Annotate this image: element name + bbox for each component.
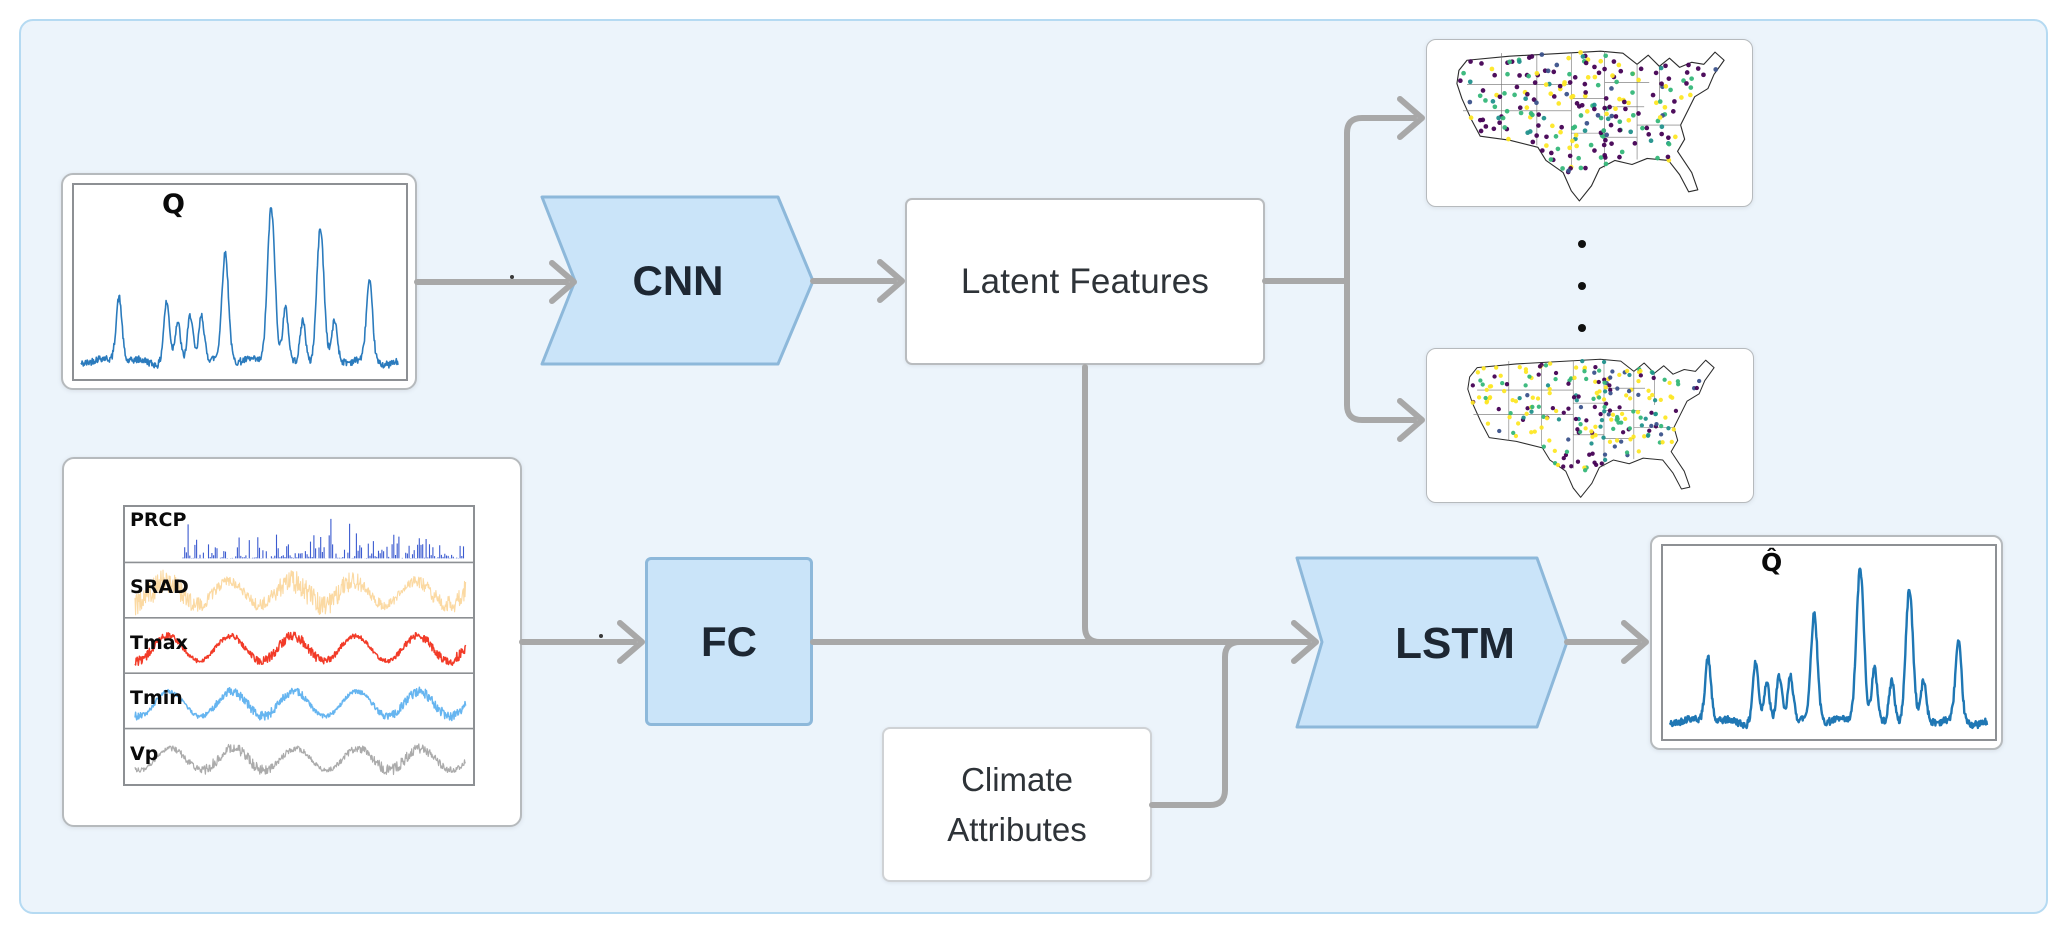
met-series-label: SRAD xyxy=(130,576,189,599)
climate-attributes-box: Climate Attributes xyxy=(882,727,1152,882)
latent-features-box: Latent Features xyxy=(905,198,1265,365)
us-basin-map-bottom xyxy=(1467,358,1715,498)
input-q-chart xyxy=(80,207,399,369)
lstm-chevron-shape xyxy=(1295,556,1569,729)
ellipsis-dot xyxy=(1578,282,1586,290)
basin-map-box-bottom xyxy=(1426,348,1754,503)
fc-node: FC xyxy=(645,557,813,726)
stray-dot xyxy=(510,275,514,279)
climate-attributes-label-line2: Attributes xyxy=(947,810,1087,848)
met-series-label: Tmin xyxy=(130,687,183,710)
met-series-label: Vp xyxy=(130,742,159,765)
output-q-box: Q̂ xyxy=(1650,535,2003,750)
cnn-node: CNN xyxy=(540,195,816,367)
met-forcings-chart xyxy=(125,518,473,776)
fc-label: FC xyxy=(701,617,757,665)
output-q-label: Q̂ xyxy=(1761,548,1783,577)
input-q-label: Q xyxy=(162,189,185,220)
climate-attributes-label-line1: Climate xyxy=(961,761,1073,798)
ellipsis-dot xyxy=(1578,240,1586,248)
input-q-box: Q xyxy=(61,173,417,390)
output-q-plot-frame: Q̂ xyxy=(1661,544,1997,741)
lstm-node: LSTM xyxy=(1295,556,1571,731)
met-series-label: Tmax xyxy=(130,631,188,654)
met-series-label: PRCP xyxy=(130,509,187,531)
input-q-plot-frame: Q xyxy=(72,183,408,381)
cnn-label: CNN xyxy=(632,257,724,304)
stray-dot xyxy=(599,634,603,638)
lstm-label: LSTM xyxy=(1395,618,1515,668)
basin-map-box-top xyxy=(1426,39,1753,207)
output-q-chart xyxy=(1668,567,1989,730)
latent-features-label: Latent Features xyxy=(960,261,1210,301)
us-basin-map-top xyxy=(1456,50,1725,202)
ellipsis-dot xyxy=(1578,324,1586,332)
